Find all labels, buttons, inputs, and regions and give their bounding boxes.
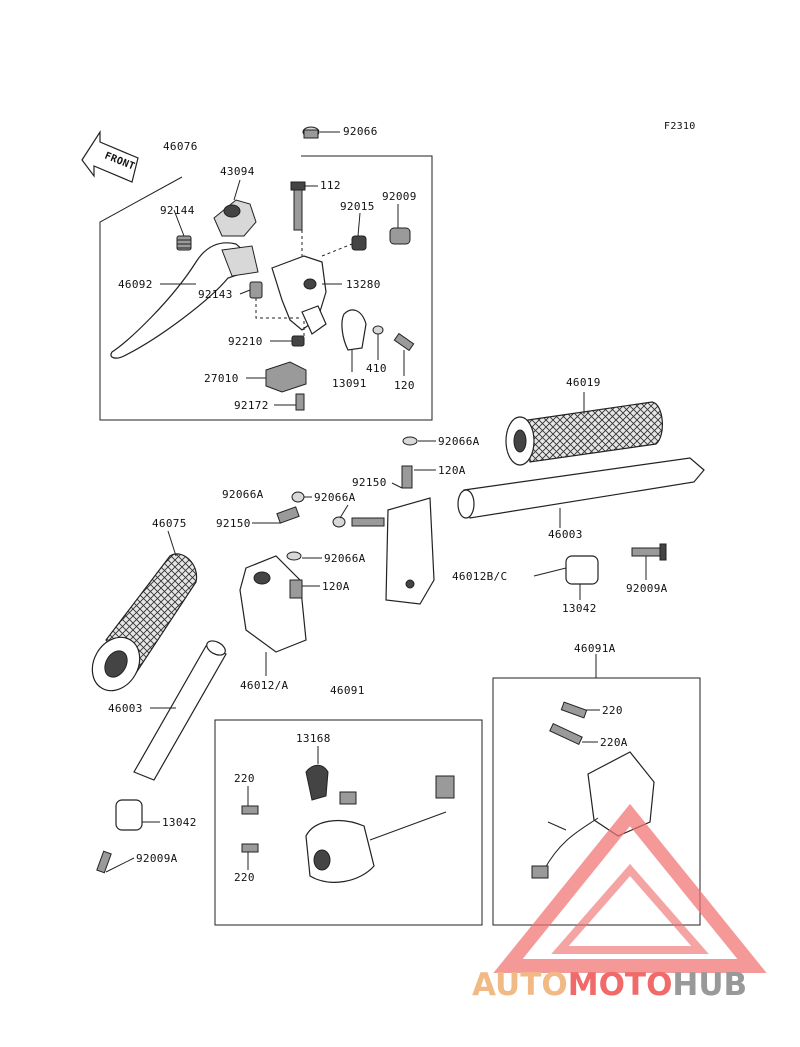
- label-46091: 46091: [330, 684, 365, 697]
- label-46091A: 46091A: [574, 642, 616, 655]
- clutch-lever-assembly: [110, 126, 415, 411]
- label-92009A-left: 92009A: [136, 852, 178, 865]
- label-92066A-right: 92066A: [438, 435, 480, 448]
- label-13091: 13091: [332, 377, 367, 390]
- label-27010: 27010: [204, 372, 239, 385]
- watermark-triangle-logo: [493, 803, 767, 973]
- watermark-text: AUTOMOTOHUB: [472, 967, 747, 1003]
- label-46012BC: 46012B/C: [452, 570, 507, 583]
- label-92009: 92009: [382, 190, 417, 203]
- label-92150-left: 92150: [216, 517, 251, 530]
- part-labels: F2310 92066 46076 43094 112 92015 92009 …: [108, 121, 696, 884]
- left-grip-holder: [91, 491, 307, 874]
- label-220-right: 220: [602, 704, 623, 717]
- label-92172: 92172: [234, 399, 269, 412]
- label-220-lower: 220: [234, 871, 255, 884]
- label-13280: 13280: [346, 278, 381, 291]
- label-92009A-right: 92009A: [626, 582, 668, 595]
- label-46019: 46019: [566, 376, 601, 389]
- label-46003-left: 46003: [108, 702, 143, 715]
- label-13042-right: 13042: [562, 602, 597, 615]
- label-220-upper: 220: [234, 772, 255, 785]
- label-92150-right: 92150: [352, 476, 387, 489]
- left-switch-assembly: [241, 764, 455, 883]
- label-220A: 220A: [600, 736, 628, 749]
- label-92143: 92143: [198, 288, 233, 301]
- label-120A-left: 120A: [322, 580, 350, 593]
- label-92066A-left-3: 92066A: [324, 552, 366, 565]
- label-92066A-left-2: 92066A: [314, 491, 356, 504]
- label-13042-left: 13042: [162, 816, 197, 829]
- label-92144: 92144: [160, 204, 195, 217]
- right-grip-throttle: [332, 401, 705, 605]
- label-43094: 43094: [220, 165, 255, 178]
- automotohub-watermark: AUTOMOTOHUB: [472, 803, 767, 1003]
- label-46003-right: 46003: [548, 528, 583, 541]
- front-direction-arrow: FRONT: [81, 129, 139, 183]
- label-120A-right: 120A: [438, 464, 466, 477]
- label-46076: 46076: [163, 140, 198, 153]
- figure-code: F2310: [664, 121, 696, 132]
- label-13168: 13168: [296, 732, 331, 745]
- label-46092: 46092: [118, 278, 153, 291]
- label-46075: 46075: [152, 517, 187, 530]
- label-410: 410: [366, 362, 387, 375]
- label-46012A: 46012/A: [240, 679, 289, 692]
- label-92066: 92066: [343, 125, 378, 138]
- lever-assembly-frame: [99, 155, 433, 421]
- left-switch-box: [214, 719, 483, 926]
- label-112: 112: [320, 179, 341, 192]
- label-92210: 92210: [228, 335, 263, 348]
- label-120: 120: [394, 379, 415, 392]
- label-92066A-left-1: 92066A: [222, 488, 264, 501]
- label-92015: 92015: [340, 200, 375, 213]
- leader-lines: [105, 131, 647, 873]
